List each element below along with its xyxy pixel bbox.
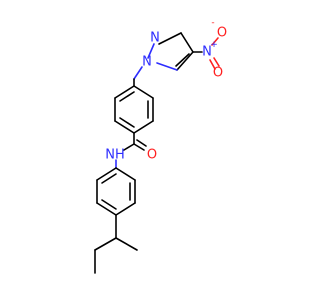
bond [156,62,178,71]
bond [175,53,190,67]
bond [115,167,136,181]
bond [211,37,219,46]
bond [133,85,154,99]
bond [101,199,117,210]
bond [133,143,145,151]
bond [133,66,143,80]
bond [101,173,117,184]
bond [115,237,138,251]
carbonyl-o-label: O [147,148,157,163]
bond-lines [94,32,220,274]
bond [133,120,154,134]
nitro-positive-charge: + [210,40,218,50]
nitro-n-label: N [202,45,212,60]
nitro-negative-charge: - [211,18,214,28]
molecule-drawing: N N N + O - O O NH [94,18,227,274]
bond [147,43,155,59]
bond [96,202,117,216]
nitro-o-top-label: O [217,26,227,41]
bond [119,91,135,102]
bond [114,120,135,134]
atom-labels: N N N + O - O O NH [105,18,227,163]
bond [180,32,194,53]
bond [209,59,216,70]
amide-nh-label: NH [105,148,125,163]
bond [123,143,135,151]
bond [94,237,117,251]
bond [158,32,182,45]
bond [176,51,194,71]
bond [114,85,135,99]
bond [119,117,135,128]
nitro-o-bottom-label: O [213,66,223,81]
bond [96,167,117,181]
bond [136,139,147,147]
pyrazole-n2-label: N [150,31,160,46]
bond [115,202,136,216]
pyrazole-n1-label: N [142,55,152,70]
bond [213,57,220,67]
